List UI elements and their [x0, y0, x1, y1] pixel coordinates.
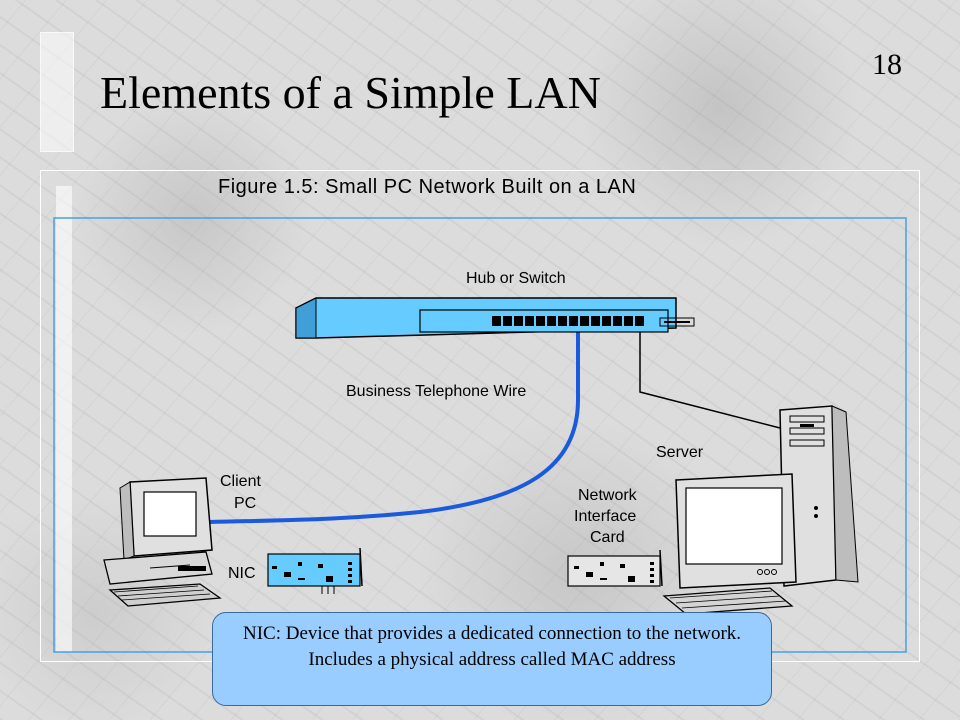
server-monitor-icon	[662, 473, 797, 615]
hub-switch-icon	[295, 297, 695, 339]
nic-card-label-line3: Card	[590, 529, 625, 546]
decorative-bar-figure	[56, 186, 72, 652]
nic-definition-callout: NIC: Device that provides a dedicated co…	[212, 612, 772, 706]
page-title: Elements of a Simple LAN	[100, 67, 601, 118]
slide-number: 18	[872, 48, 902, 81]
nic-card-label-line2: Interface	[574, 508, 636, 525]
client-pc-icon	[103, 477, 222, 607]
nic-label: NIC	[228, 565, 256, 582]
server-label: Server	[656, 444, 704, 461]
figure-caption: Figure 1.5: Small PC Network Built on a …	[218, 176, 637, 198]
server-cable	[639, 330, 781, 429]
telephone-wire-cable	[209, 330, 580, 524]
nic-card-label-line1: Network	[578, 487, 638, 504]
wire-label: Business Telephone Wire	[346, 383, 526, 400]
client-pc-label-line1: Client	[220, 473, 261, 490]
hub-label: Hub or Switch	[466, 270, 566, 287]
decorative-bar-left	[40, 32, 74, 152]
network-interface-card-icon	[567, 549, 663, 587]
client-pc-label-line2: PC	[234, 495, 256, 512]
nic-card-icon	[267, 547, 363, 594]
